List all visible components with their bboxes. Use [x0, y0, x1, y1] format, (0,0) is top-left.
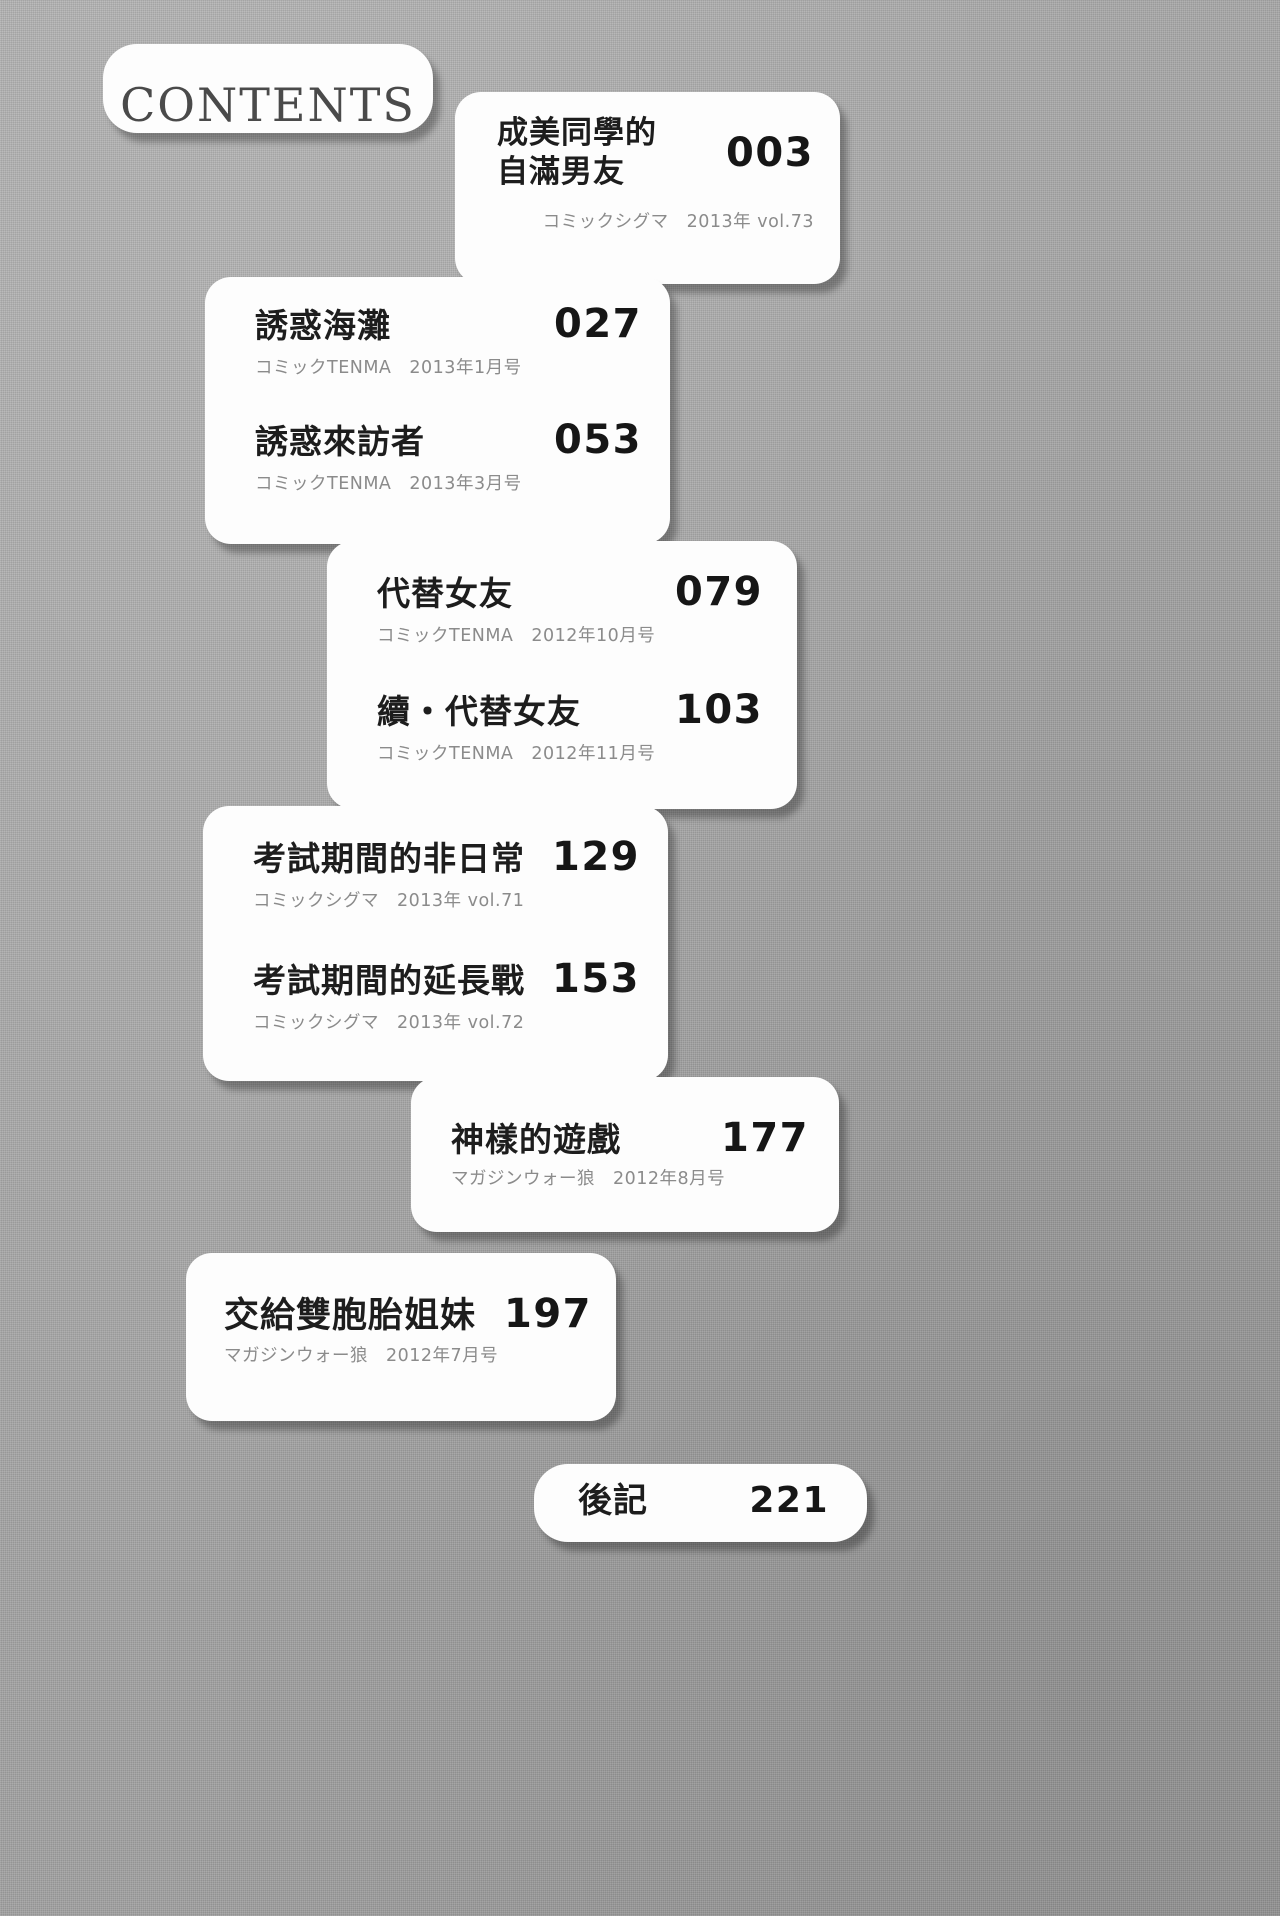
- toc-entry-title: 誘惑海灘: [255, 306, 391, 345]
- toc-entry-title: 代替女友: [377, 574, 513, 613]
- toc-entry-row: 考試期間的延長戰 153: [253, 956, 640, 1002]
- toc-entry[interactable]: 誘惑海灘 027 コミックTENMA 2013年1月号: [255, 301, 642, 379]
- toc-entry[interactable]: 代替女友 079 コミックTENMA 2012年10月号: [377, 569, 763, 647]
- contents-heading-card: CONTENTS: [103, 44, 433, 133]
- toc-entry-source: コミックシグマ 2013年 vol.72: [253, 1013, 525, 1033]
- toc-entry-page-number: 129: [552, 834, 640, 880]
- toc-entry[interactable]: 交給雙胞胎姐妹 197 マガジンウォー狼 2012年7月号: [224, 1291, 592, 1367]
- toc-entry-row: 誘惑來訪者 053: [255, 417, 642, 463]
- toc-card-3[interactable]: 代替女友 079 コミックTENMA 2012年10月号 續・代替女友 103 …: [327, 541, 797, 809]
- toc-card-afterword[interactable]: 後記 221: [534, 1464, 867, 1542]
- toc-entry[interactable]: 考試期間的非日常 129 コミックシグマ 2013年 vol.71: [253, 834, 640, 912]
- toc-entry-title: 交給雙胞胎姐妹: [224, 1296, 477, 1336]
- toc-entry-title: 後記: [578, 1481, 648, 1521]
- toc-entry-row: 交給雙胞胎姐妹 197: [224, 1291, 592, 1337]
- toc-entry-row: 誘惑海灘 027: [255, 301, 642, 347]
- toc-entry-page-number: 079: [675, 569, 763, 615]
- toc-entry-row: 後記 221: [578, 1480, 829, 1521]
- toc-card-5[interactable]: 神樣的遊戲 177 マガジンウォー狼 2012年8月号: [411, 1077, 839, 1232]
- toc-entry[interactable]: 神樣的遊戲 177 マガジンウォー狼 2012年8月号: [451, 1115, 809, 1190]
- toc-entry-title: 成美同學的 自滿男友: [497, 115, 657, 190]
- toc-entry-source: コミックTENMA 2013年1月号: [255, 358, 522, 378]
- toc-card-1[interactable]: 成美同學的 自滿男友 003 コミックシグマ 2013年 vol.73: [455, 92, 840, 284]
- toc-card-2[interactable]: 誘惑海灘 027 コミックTENMA 2013年1月号 誘惑來訪者 053 コミ…: [205, 277, 670, 544]
- toc-entry-page-number: 197: [504, 1291, 592, 1337]
- toc-entry-title: 誘惑來訪者: [255, 422, 425, 461]
- toc-entry-page-number: 103: [675, 687, 763, 733]
- toc-entry[interactable]: 誘惑來訪者 053 コミックTENMA 2013年3月号: [255, 417, 642, 495]
- toc-entry-page-number: 221: [749, 1480, 829, 1521]
- toc-card-6[interactable]: 交給雙胞胎姐妹 197 マガジンウォー狼 2012年7月号: [186, 1253, 616, 1421]
- toc-entry-source: マガジンウォー狼 2012年8月号: [451, 1169, 726, 1189]
- toc-entry[interactable]: 考試期間的延長戰 153 コミックシグマ 2013年 vol.72: [253, 956, 640, 1034]
- toc-entry-row: 神樣的遊戲 177: [451, 1115, 809, 1161]
- toc-entry[interactable]: 成美同學的 自滿男友 003 コミックシグマ 2013年 vol.73: [497, 114, 814, 233]
- toc-entry-title: 考試期間的非日常: [253, 839, 525, 878]
- toc-entry-row: 代替女友 079: [377, 569, 763, 615]
- toc-entry-source: コミックシグマ 2013年 vol.73: [542, 211, 814, 232]
- toc-entry-page-number: 053: [554, 417, 642, 463]
- toc-entry-page-number: 177: [721, 1115, 809, 1161]
- toc-entry-row: 續・代替女友 103: [377, 687, 763, 733]
- page-title: CONTENTS: [120, 78, 416, 132]
- toc-entry-source: マガジンウォー狼 2012年7月号: [224, 1346, 499, 1367]
- toc-entry-source: コミックTENMA 2013年3月号: [255, 474, 522, 494]
- toc-entry-title: 續・代替女友: [377, 692, 581, 731]
- toc-entry-row: 成美同學的 自滿男友 003: [497, 114, 814, 192]
- toc-entry-source: コミックTENMA 2012年11月号: [377, 744, 656, 764]
- toc-card-4[interactable]: 考試期間的非日常 129 コミックシグマ 2013年 vol.71 考試期間的延…: [203, 806, 668, 1081]
- toc-entry-page-number: 153: [552, 956, 640, 1002]
- toc-entry-page-number: 003: [726, 129, 814, 176]
- toc-entry-title: 考試期間的延長戰: [253, 961, 525, 1000]
- toc-entry-source: コミックTENMA 2012年10月号: [377, 626, 656, 646]
- toc-entry[interactable]: 續・代替女友 103 コミックTENMA 2012年11月号: [377, 687, 763, 765]
- toc-entry[interactable]: 後記 221: [578, 1480, 829, 1521]
- toc-entry-page-number: 027: [554, 301, 642, 347]
- toc-entry-source: コミックシグマ 2013年 vol.71: [253, 891, 525, 911]
- toc-entry-row: 考試期間的非日常 129: [253, 834, 640, 880]
- toc-entry-title: 神樣的遊戲: [451, 1120, 621, 1159]
